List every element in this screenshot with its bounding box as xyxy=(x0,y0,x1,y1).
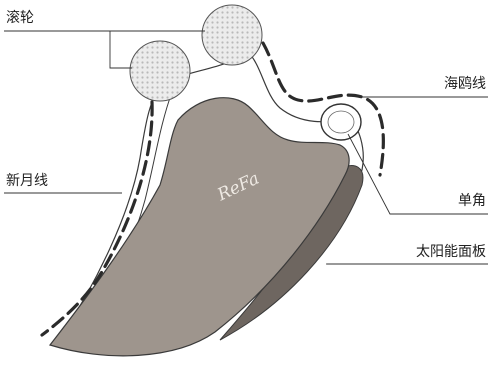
single-horn xyxy=(320,103,362,141)
label-solar-panel: 太阳能面板 xyxy=(416,244,486,260)
gull-line-dashed xyxy=(261,41,385,177)
label-single-horn: 单角 xyxy=(458,193,486,209)
label-roller: 滚轮 xyxy=(6,9,34,26)
crescent-line-dashed xyxy=(40,100,154,337)
leader-roller xyxy=(4,30,132,69)
roller-lower xyxy=(129,40,191,102)
leader-horn xyxy=(347,133,488,215)
solar-panel-marker xyxy=(321,261,327,267)
label-gull-line: 海鸥线 xyxy=(444,75,486,92)
device-main-face xyxy=(48,97,350,357)
roller-upper xyxy=(201,4,263,66)
label-crescent-line: 新月线 xyxy=(6,173,48,189)
single-horn-inner xyxy=(327,110,355,134)
